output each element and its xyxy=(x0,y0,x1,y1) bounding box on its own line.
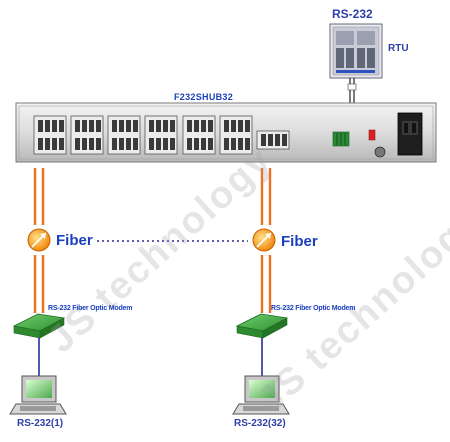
rtu-label: RTU xyxy=(388,43,409,54)
fiber-label-left: Fiber xyxy=(56,232,93,249)
computer-icon xyxy=(232,375,290,415)
fiber-optic-modem xyxy=(12,313,66,339)
hub-power-socket xyxy=(397,112,423,156)
modem-label-right: RS-232 Fiber Optic Modem xyxy=(271,305,356,312)
rtu-device xyxy=(329,23,383,79)
hub-ground-connector xyxy=(374,146,386,158)
rtu-interface-label: RS-232 xyxy=(332,7,373,21)
fiber-optic-modem xyxy=(235,313,289,339)
hub-ports xyxy=(38,120,287,150)
hub-title: F232SHUB32 xyxy=(174,92,234,102)
fiber-cable-left xyxy=(33,168,45,313)
computer-label-left: RS-232(1) xyxy=(17,418,64,429)
modem-label-left: RS-232 Fiber Optic Modem xyxy=(48,305,133,312)
computer-icon xyxy=(9,375,67,415)
fiber-icon xyxy=(27,228,51,252)
hub-power-switch xyxy=(368,129,376,141)
fiber-icon xyxy=(252,228,276,252)
fiber-cable-right xyxy=(260,168,272,313)
hub-terminal-block xyxy=(332,131,350,147)
fiber-label-right: Fiber xyxy=(281,233,318,250)
computer-label-right: RS-232(32) xyxy=(234,418,286,429)
